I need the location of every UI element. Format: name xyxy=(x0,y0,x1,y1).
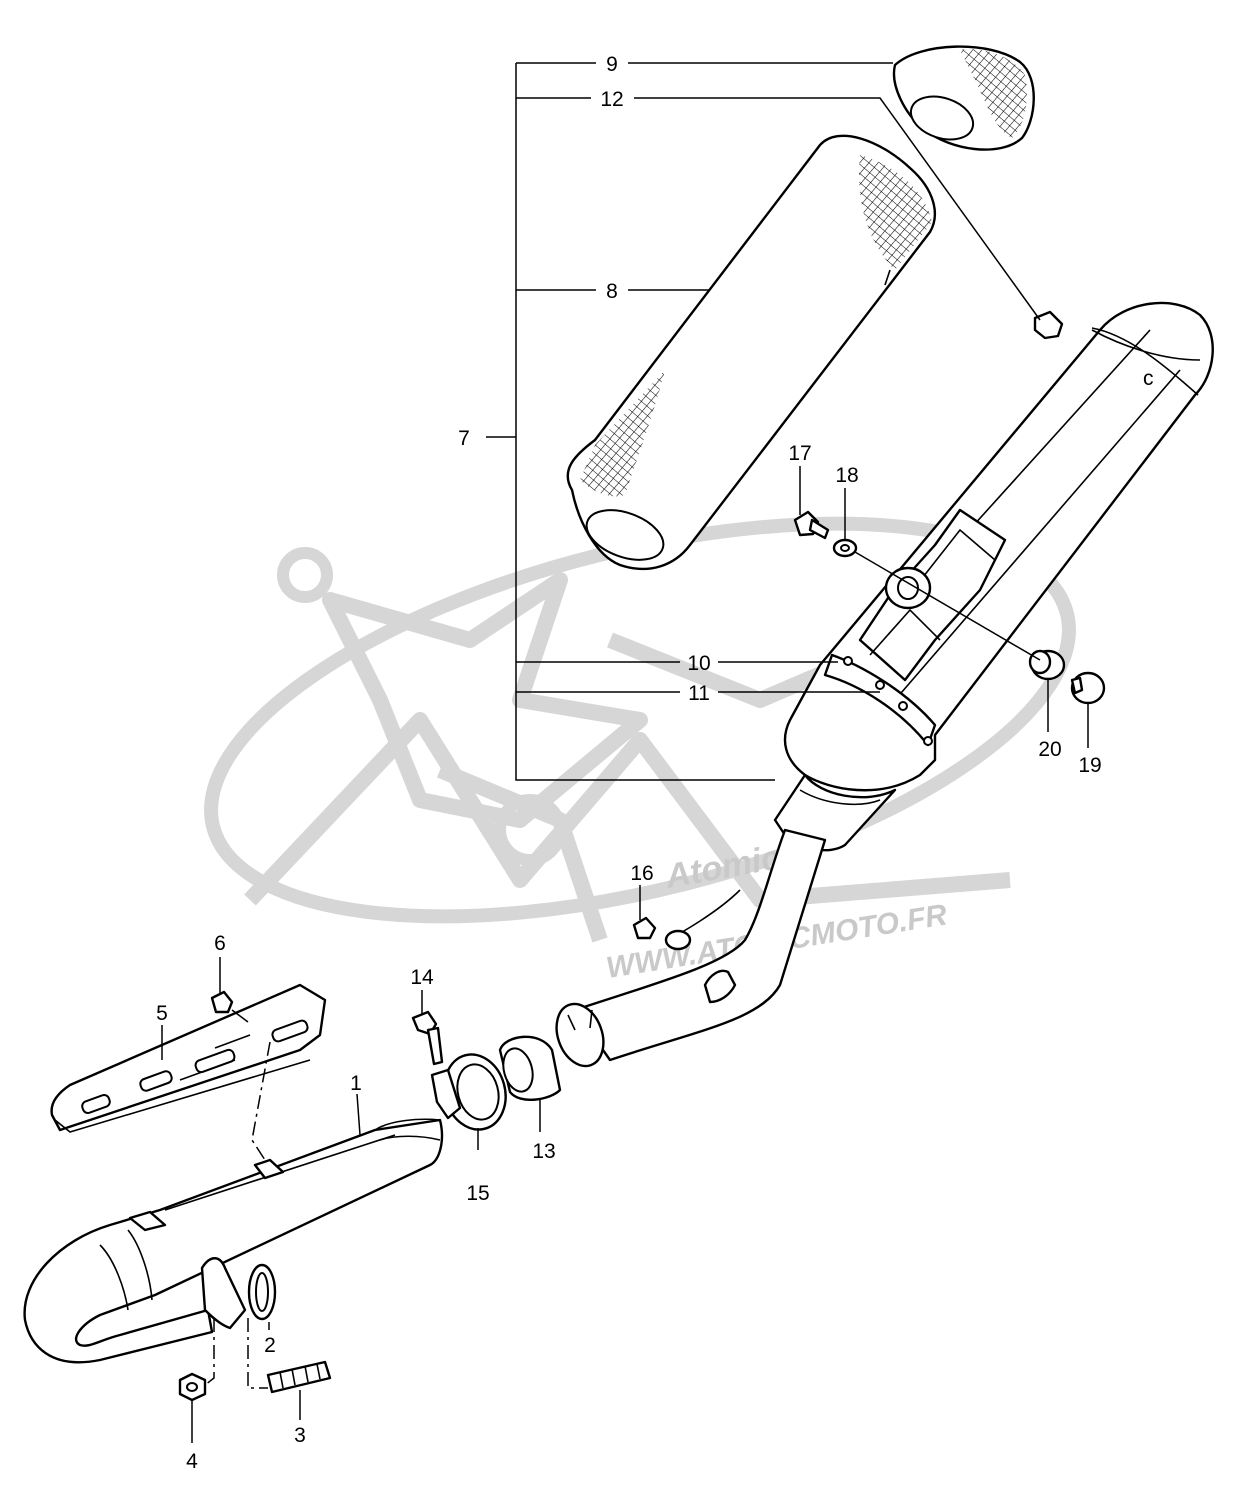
callout-18: 18 xyxy=(835,464,858,487)
callout-1: 1 xyxy=(350,1072,362,1095)
callout-12: 12 xyxy=(600,88,623,111)
bolt-part-17 xyxy=(793,510,830,540)
callout-8: 8 xyxy=(606,280,618,303)
muffler-assembly: c xyxy=(555,301,1214,1068)
callout-10: 10 xyxy=(687,652,710,675)
clamp-part-15 xyxy=(430,1053,507,1131)
callout-14: 14 xyxy=(410,966,434,989)
callout-6: 6 xyxy=(214,932,226,955)
nut-part-4 xyxy=(178,1372,207,1402)
callout-15: 15 xyxy=(466,1182,489,1205)
heat-shield-part-5 xyxy=(50,983,327,1133)
exhaust-pipe-part-1 xyxy=(23,1118,444,1364)
muffler-body-part-8 xyxy=(566,134,937,571)
callout-19: 19 xyxy=(1078,754,1101,777)
callout-16: 16 xyxy=(630,862,653,885)
callout-11: 11 xyxy=(688,682,710,705)
leader-lines xyxy=(161,62,1089,1443)
gasket-part-2 xyxy=(247,1263,277,1321)
bolt-part-14 xyxy=(411,1010,444,1066)
callout-17: 17 xyxy=(788,442,811,465)
callout-13: 13 xyxy=(532,1140,555,1163)
collar-part-19 xyxy=(1070,671,1106,705)
callout-9: 9 xyxy=(606,53,618,76)
callout-numbers: 9 12 8 7 10 11 17 18 20 19 16 14 13 15 1… xyxy=(156,53,1102,1473)
screw-part-6 xyxy=(210,990,234,1014)
callout-4: 4 xyxy=(186,1450,198,1473)
bolt-part-16 xyxy=(632,916,657,940)
bolt-part-12 xyxy=(1033,310,1064,340)
stud-part-3 xyxy=(266,1360,332,1394)
muffler-mark: c xyxy=(1143,367,1154,390)
washer-part-18 xyxy=(832,538,858,558)
grommet-part-20 xyxy=(1028,649,1066,681)
callout-20: 20 xyxy=(1038,738,1061,761)
sleeve-part-13 xyxy=(498,1035,562,1101)
callout-7: 7 xyxy=(458,427,470,450)
callout-3: 3 xyxy=(294,1424,306,1447)
end-cap-part-9 xyxy=(892,45,1035,151)
callout-5: 5 xyxy=(156,1002,168,1025)
callout-2: 2 xyxy=(264,1334,276,1357)
